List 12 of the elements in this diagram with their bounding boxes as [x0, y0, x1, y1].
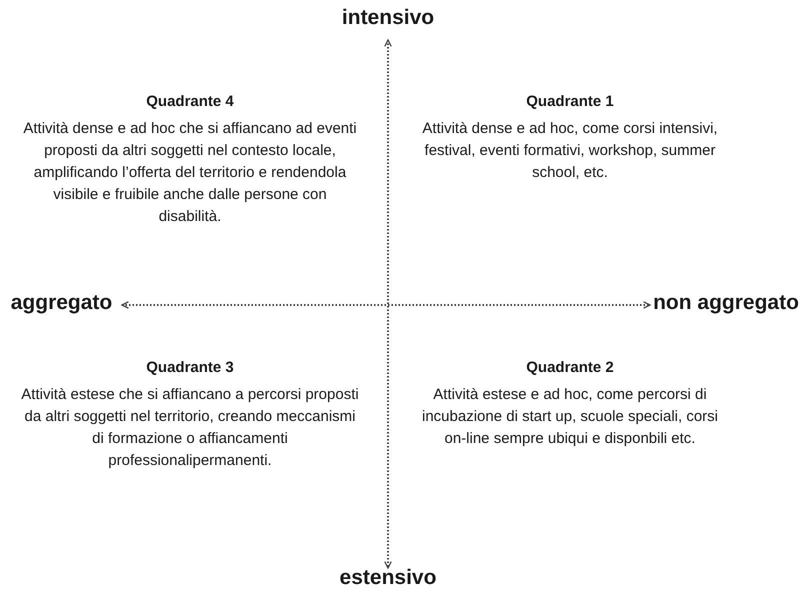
quadrant-heading: Quadrante 1	[525, 93, 615, 110]
axis-label: non aggregato	[653, 291, 799, 315]
quadrant-description: Attività estese che si affiancano a percorsi proposti da altri soggetti nel territorio, creando meccanismi di formazione o affiancamenti professionalipermanenti.	[20, 385, 360, 471]
quadrant-description: Attività estese e ad hoc, come percorsi di incubazione di start up, scuole speciali, corsi on-line sempre ubiqui e disponbili etc.	[421, 385, 719, 449]
quadrant-heading: Quadrante 4	[145, 93, 235, 110]
axis-label: estensivo	[338, 566, 438, 590]
quadrant-description: Attività dense e ad hoc, come corsi intensivi, festival, eventi formativi, workshop, summer school, etc.	[421, 119, 719, 183]
axis-label: intensivo	[340, 6, 436, 30]
axis-label: aggregato	[10, 291, 114, 315]
quadrant-heading: Quadrante 3	[145, 359, 235, 376]
quadrant-heading: Quadrante 2	[525, 359, 615, 376]
quadrant-description: Attività dense e ad hoc che si affiancano ad eventi proposti da altri soggetti nel contesto locale, amplificando l’offerta del territorio e rendendola visibile e fruibile anche dalle persone con disabilità.	[22, 119, 358, 227]
